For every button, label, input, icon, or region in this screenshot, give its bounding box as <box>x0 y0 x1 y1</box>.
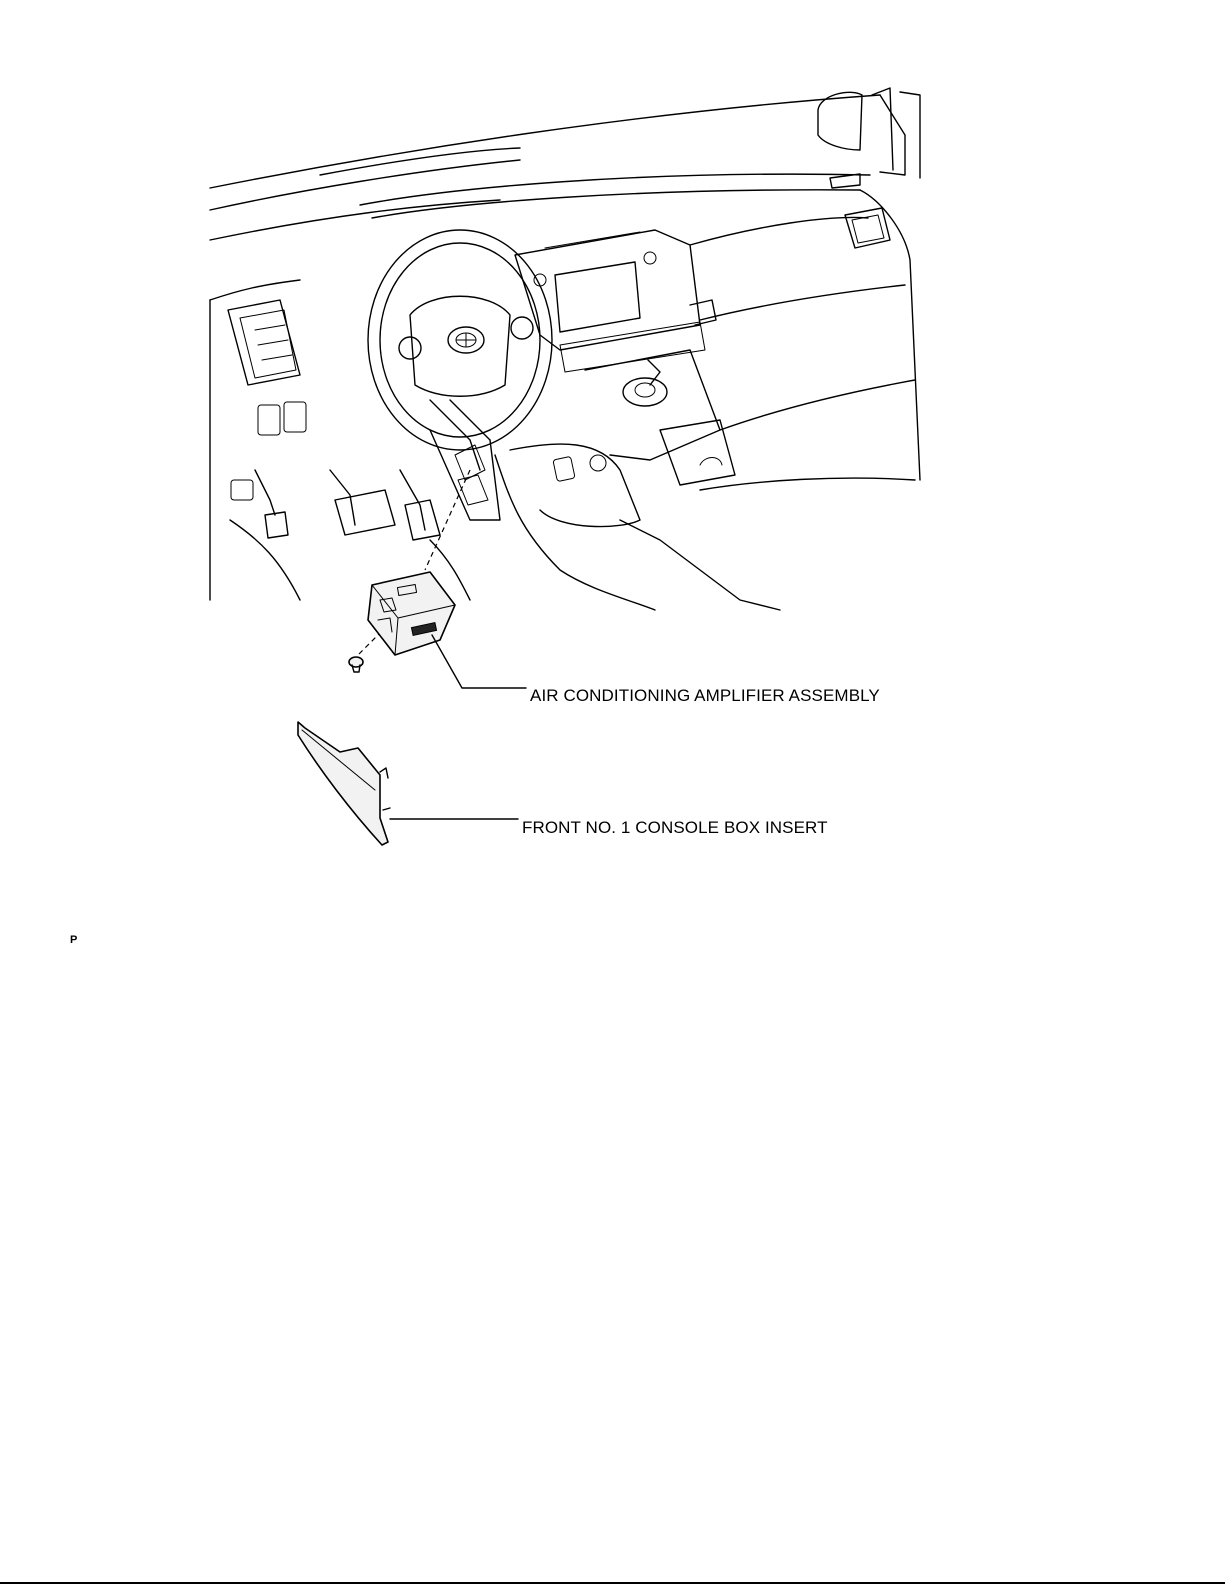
bottom-divider <box>0 1582 1225 1584</box>
amplifier-leader-line <box>432 635 526 688</box>
amplifier-callout-label: AIR CONDITIONING AMPLIFIER ASSEMBLY <box>530 686 880 706</box>
left-air-vent <box>228 300 300 385</box>
glovebox-area <box>690 174 915 430</box>
left-switch-panel <box>231 402 306 500</box>
dashboard-illustration <box>0 0 1225 880</box>
console-box-insert-part <box>298 722 390 845</box>
page-marker: P <box>70 934 77 946</box>
pedals <box>255 470 440 540</box>
steering-wheel <box>368 230 552 470</box>
lower-console <box>510 420 915 610</box>
amplifier-assembly-part <box>368 572 455 655</box>
floor-lines <box>230 455 655 610</box>
install-path-line <box>425 470 470 570</box>
dashboard-outline <box>210 95 920 600</box>
screw-part <box>349 657 363 672</box>
console-insert-callout-label: FRONT NO. 1 CONSOLE BOX INSERT <box>522 818 828 838</box>
